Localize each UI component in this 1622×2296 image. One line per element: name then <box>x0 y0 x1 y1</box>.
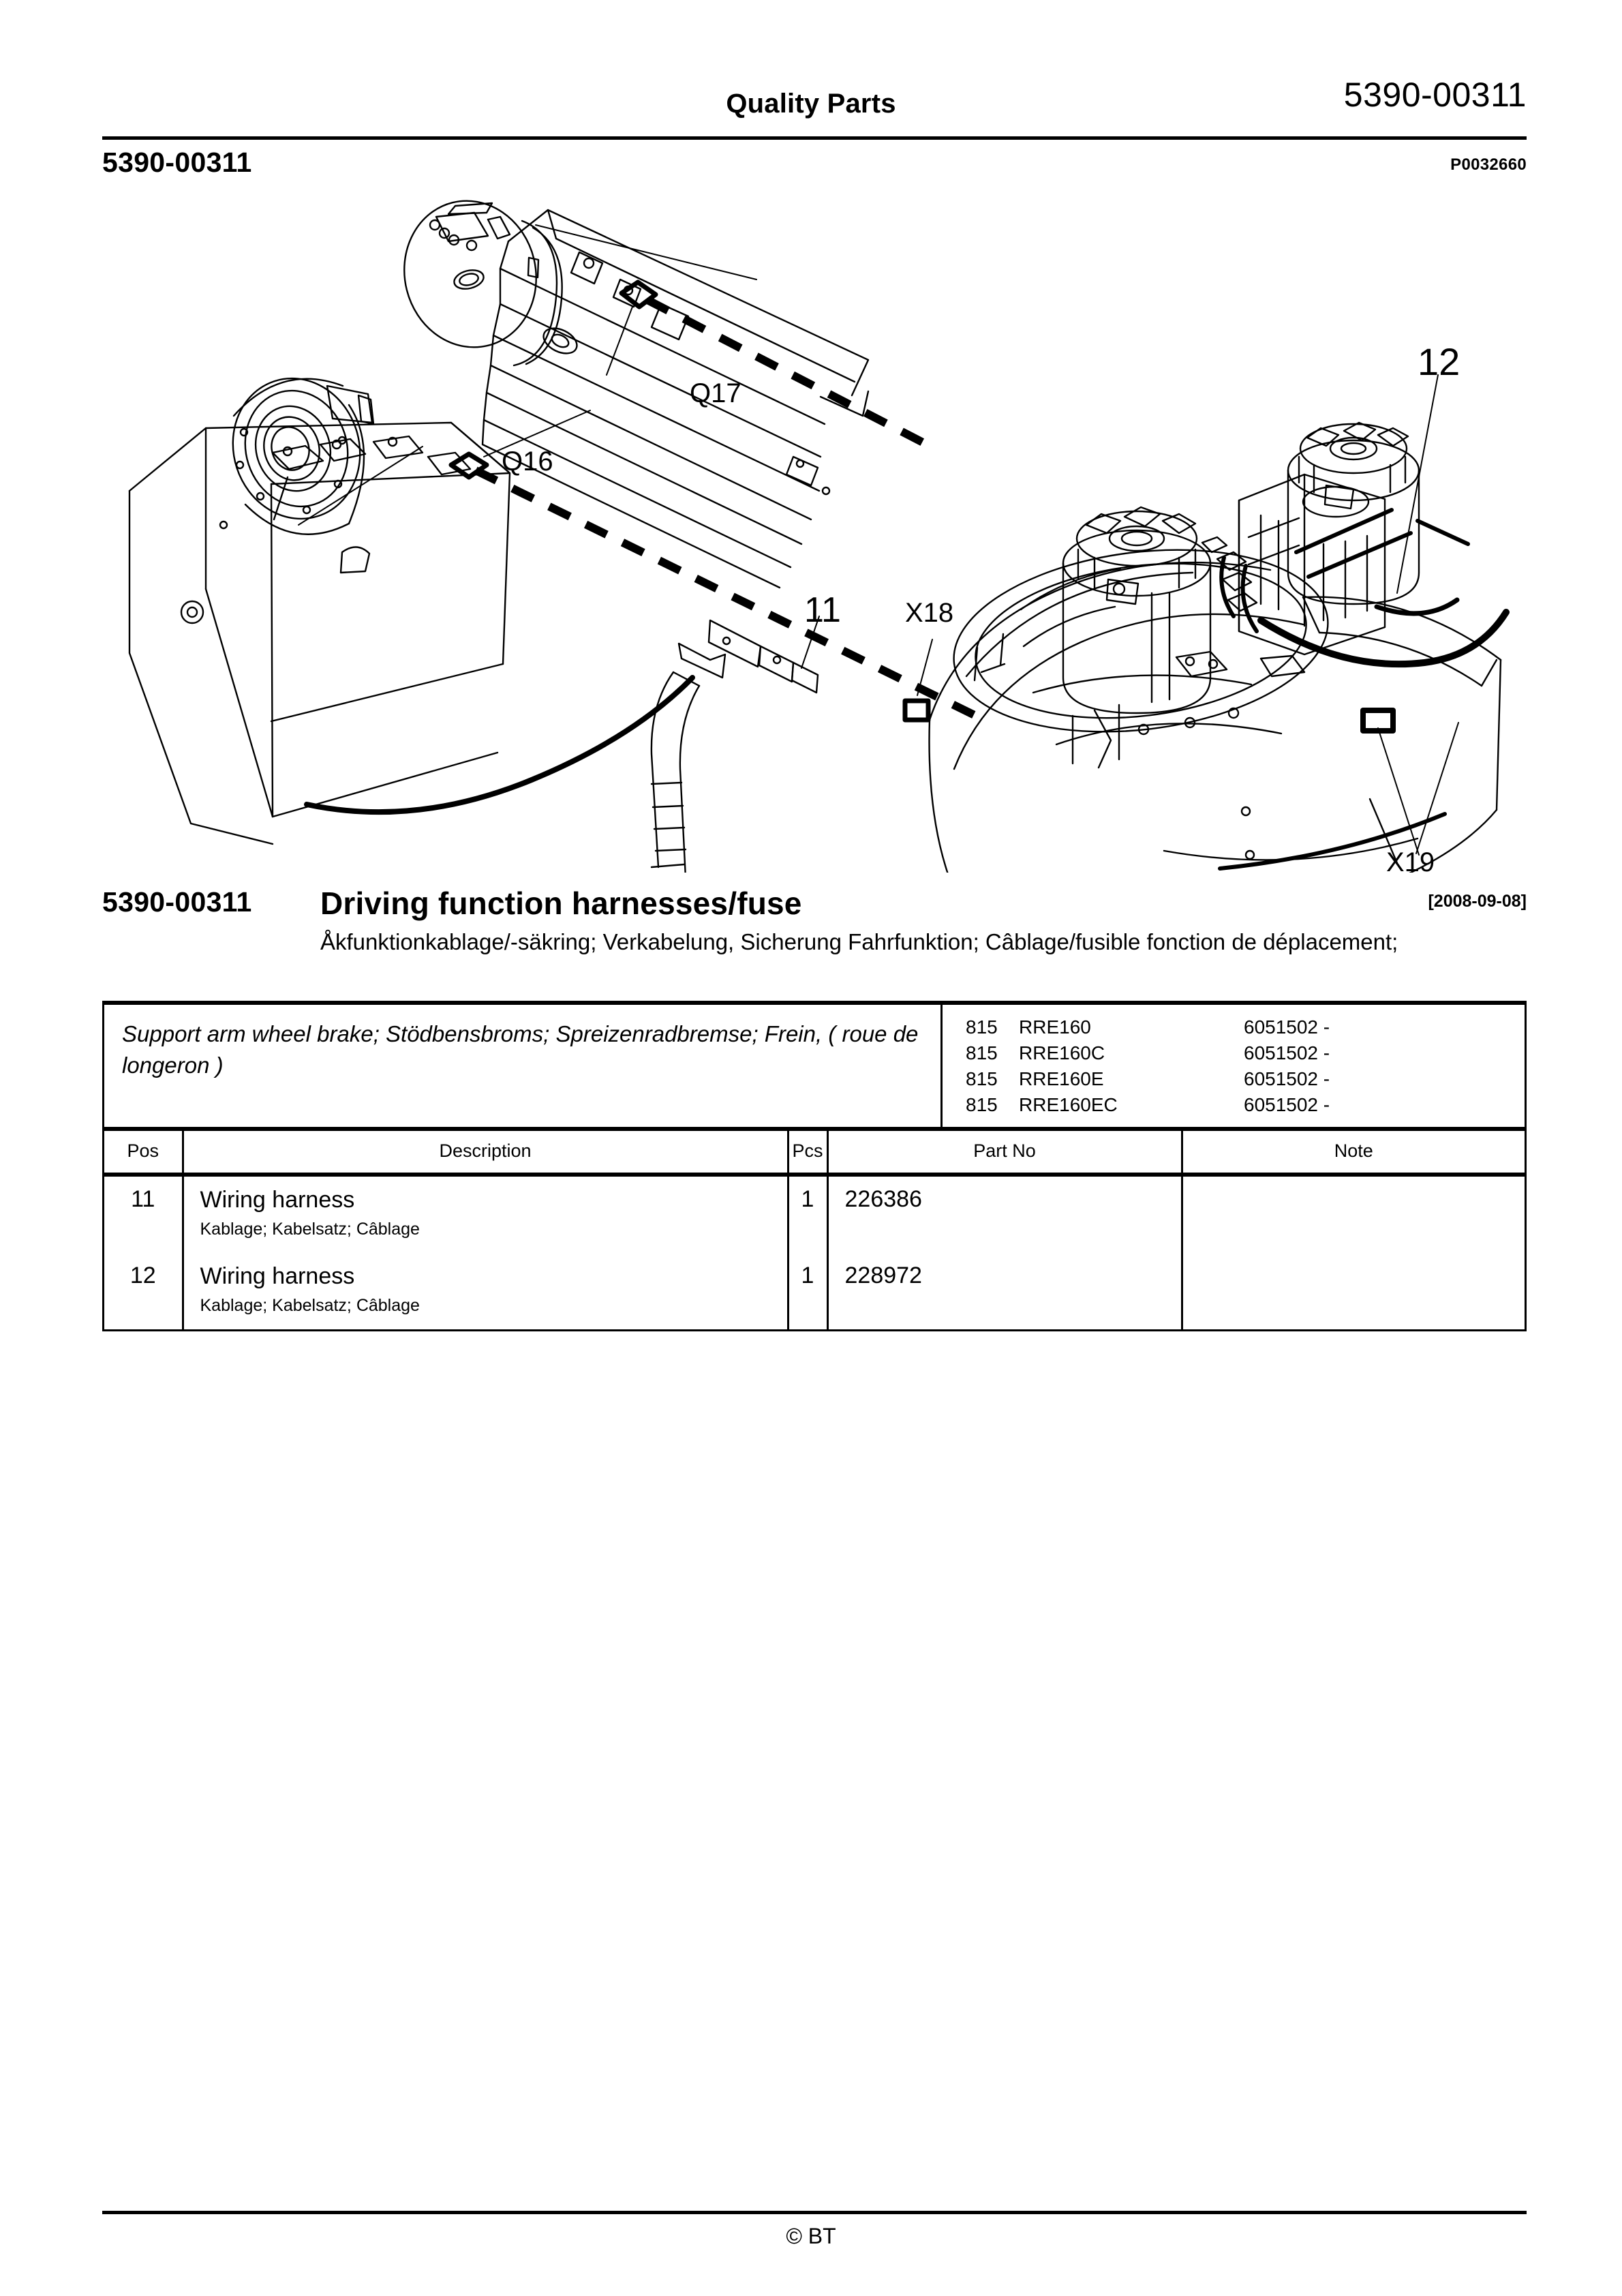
applicability-models: 815 RRE160 6051502 - 815 RRE160C 6051502… <box>943 1005 1525 1129</box>
model-serial: 6051502 - <box>1244 1016 1330 1038</box>
model-name: RRE160C <box>1019 1042 1105 1063</box>
connector-12 <box>1360 708 1396 734</box>
applicability-table: Support arm wheel brake; Stödbensbroms; … <box>102 1001 1527 1131</box>
column-header-pos: Pos <box>104 1131 184 1177</box>
drive-base-plate <box>928 549 1329 770</box>
row-pcs: 1 <box>801 1263 814 1288</box>
section-description: Åkfunktionkablage/-säkring; Verkabelung,… <box>320 929 1398 954</box>
harness-11-cable <box>304 675 695 815</box>
row-part-no: 226386 <box>844 1186 922 1212</box>
column-header-part-no: Part No <box>827 1131 1183 1177</box>
section-name: Driving function harnesses/fuse <box>320 886 802 921</box>
column-header-note: Note <box>1182 1131 1525 1177</box>
footer-rule <box>102 2211 1527 2214</box>
model-serial: 6051502 - <box>1244 1042 1330 1063</box>
row-description: Wiring harness <box>200 1187 355 1213</box>
chassis-shell-right <box>928 596 1502 873</box>
applicability-row: 815 RRE160C 6051502 - <box>966 1040 1525 1066</box>
technical-diagram: Q16 Q17 11 X18 12 X19 <box>102 170 1527 873</box>
harness-11-conduit <box>650 619 819 873</box>
chassis-frame <box>128 421 511 845</box>
drive-motor-left <box>1062 506 1212 714</box>
footer-copyright: © BT <box>786 2224 836 2248</box>
model-group: 815 <box>966 1094 998 1115</box>
parts-table: Pos Description Pcs Part No Note 11 Wiri… <box>102 1127 1527 1331</box>
callout-label-x18: X18 <box>905 598 953 628</box>
brake-coil-part <box>232 377 375 535</box>
row-description-sub: Kablage; Kabelsatz; Câblage <box>200 1220 420 1239</box>
figure-reference: P0032660 <box>1450 155 1527 174</box>
connector-x18 <box>902 698 931 723</box>
harness-12-cable <box>1257 609 1510 668</box>
connector-q17 <box>619 280 658 309</box>
row-pos: 11 <box>131 1186 155 1212</box>
row-description-sub: Kablage; Kabelsatz; Câblage <box>200 1296 420 1315</box>
model-name: RRE160 <box>1019 1016 1091 1038</box>
parts-table-header-row: Pos Description Pcs Part No Note <box>104 1131 1525 1177</box>
model-group: 815 <box>966 1042 998 1063</box>
drive-motor-right <box>1287 421 1420 605</box>
connector-q16 <box>448 451 489 480</box>
section-date: [2008-09-08] <box>1428 892 1527 911</box>
harness-12-cable-2 <box>1374 597 1460 616</box>
model-serial: 6051502 - <box>1244 1068 1330 1089</box>
applicability-row: 815 RRE160 6051502 - <box>966 1014 1525 1040</box>
table-row[interactable]: 11 Wiring harness Kablage; Kabelsatz; Câ… <box>104 1175 1525 1253</box>
row-description: Wiring harness <box>200 1263 355 1289</box>
callout-label-q16: Q16 <box>502 447 553 477</box>
row-note <box>1183 1177 1525 1186</box>
controller-box <box>1238 473 1386 656</box>
model-serial: 6051502 - <box>1244 1094 1330 1115</box>
row-pcs: 1 <box>801 1186 814 1212</box>
applicability-description: Support arm wheel brake; Stödbensbroms; … <box>104 1005 943 1129</box>
header-rule <box>102 136 1527 140</box>
row-part-no: 228972 <box>844 1263 922 1288</box>
applicability-row: 815 RRE160EC 6051502 - <box>966 1092 1525 1118</box>
callout-label-11: 11 <box>804 590 841 630</box>
applicability-row: 815 RRE160E 6051502 - <box>966 1066 1525 1092</box>
section-code-top: 5390-00311 <box>102 147 252 178</box>
model-name: RRE160EC <box>1019 1094 1118 1115</box>
callout-label-x19: X19 <box>1386 847 1435 873</box>
column-header-description: Description <box>183 1131 789 1177</box>
callout-label-12: 12 <box>1418 340 1460 383</box>
page-header-title: Quality Parts <box>726 89 896 119</box>
support-arm <box>481 209 870 589</box>
model-name: RRE160E <box>1019 1068 1104 1089</box>
section-code: 5390-00311 <box>102 886 252 918</box>
brake-disc-part <box>403 200 563 367</box>
row-pos: 12 <box>129 1263 156 1288</box>
callout-label-q17: Q17 <box>690 378 741 408</box>
model-group: 815 <box>966 1068 998 1089</box>
harness-dashed-arm <box>474 296 981 721</box>
page-header-doc-number: 5390-00311 <box>1343 76 1527 114</box>
row-note <box>1183 1253 1525 1263</box>
column-header-pcs: Pcs <box>788 1131 829 1177</box>
terminal-block <box>1201 536 1258 612</box>
table-row[interactable]: 12 Wiring harness Kablage; Kabelsatz; Câ… <box>104 1253 1525 1329</box>
model-group: 815 <box>966 1016 998 1038</box>
